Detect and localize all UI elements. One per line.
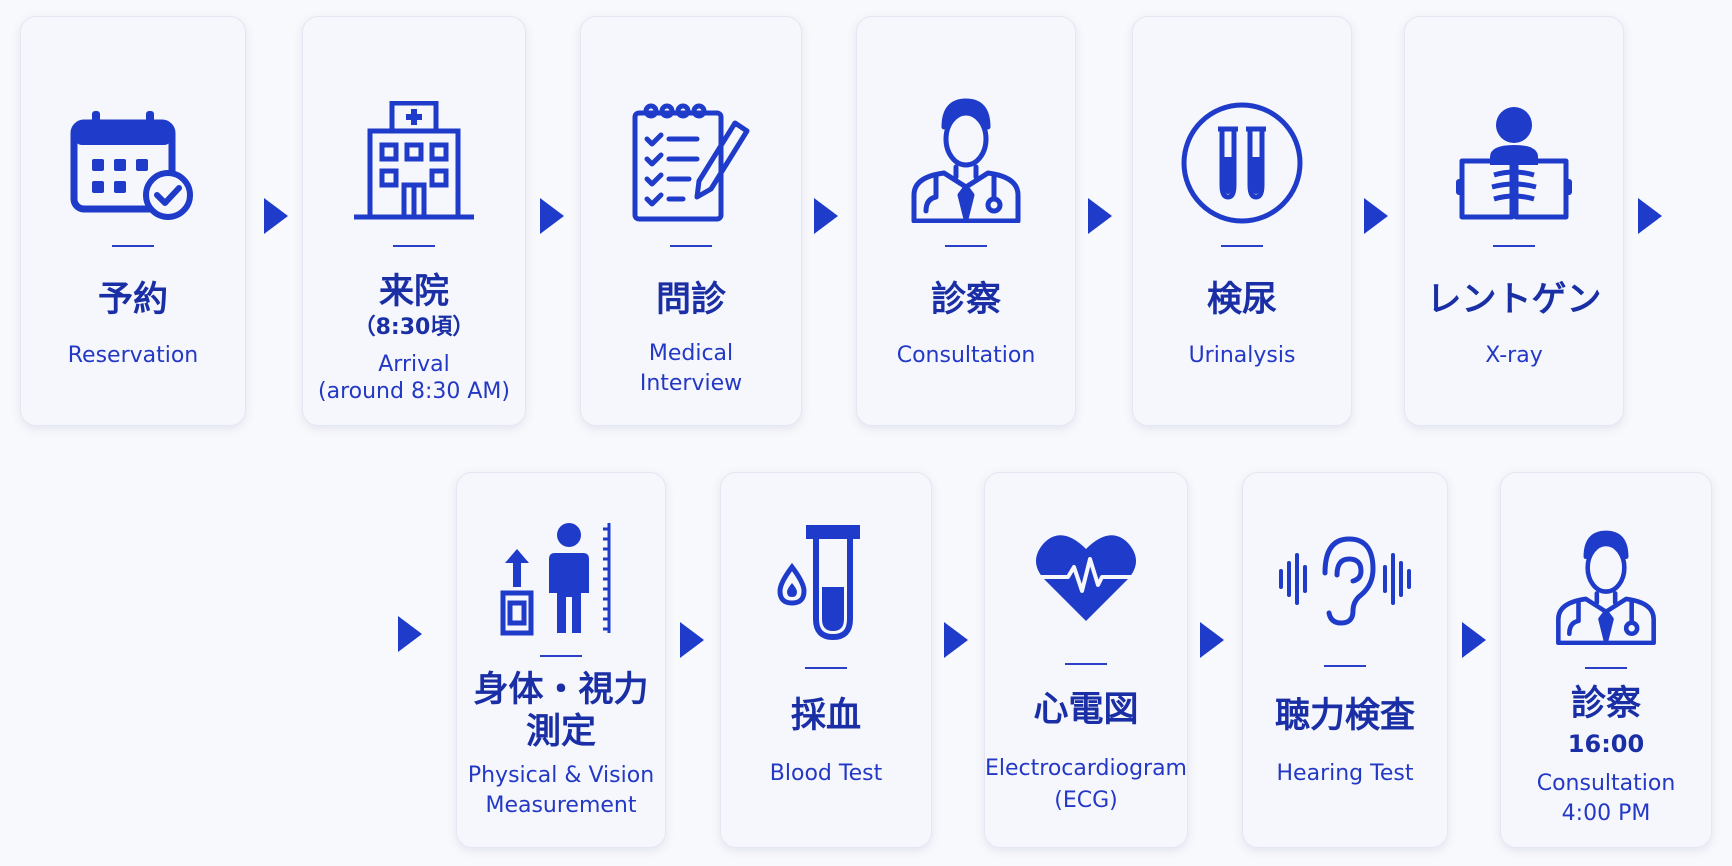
step-title-jp: 採血 [790,696,861,736]
step-card-xray: レントゲン X-ray [1404,16,1624,426]
step-title-jp: 来院 [378,272,449,312]
arrow-right-icon [1638,198,1662,234]
arrow-right-icon [1200,622,1224,658]
step-title-en: Reservation [67,343,199,368]
step-title-en: Medical Interview [639,341,743,396]
doctor-icon [911,98,1021,223]
divider [393,245,435,247]
test-tubes-icon [1181,102,1303,224]
step-title-jp: 身体・視力 測定 [473,670,649,752]
divider [670,245,712,247]
step-card-physical-measurement: 身体・視力 測定 Physical & Vision Measurement [456,472,666,848]
xray-icon [1456,107,1572,220]
step-title-en: X-ray [1485,343,1543,368]
height-measure-icon [500,523,611,636]
step-title-jp: レントゲン [1426,280,1602,320]
divider [112,245,154,247]
hospital-icon [354,101,474,220]
step-card-ecg: 心電図 Electrocardiogram (ECG) [984,472,1188,848]
step-title-en: Physical & Vision Measurement [467,763,655,818]
step-card-consultation: 診察 Consultation [856,16,1076,426]
divider [1585,667,1627,669]
step-card-blood-test: 採血 Blood Test [720,472,932,848]
step-title-en: Urinalysis [1188,343,1296,368]
arrow-right-icon [1088,198,1112,234]
step-title-jp: 検尿 [1206,280,1277,320]
divider [1221,245,1263,247]
doctor-icon [1556,530,1656,645]
blood-test-tube-icon [777,525,860,641]
arrow-right-icon [264,198,288,234]
clipboard-checklist-icon [632,103,750,222]
step-title-en: Arrival (around 8:30 AM) [318,352,510,404]
calendar-check-icon [70,111,193,220]
step-card-arrival: 来院 （8:30頃） Arrival (around 8:30 AM) [302,16,526,426]
arrow-right-icon [680,622,704,658]
divider [1493,245,1535,247]
arrow-right-icon [1462,622,1486,658]
arrow-right-icon [814,198,838,234]
arrow-right-icon [540,198,564,234]
step-card-reservation: 予約 Reservation [20,16,246,426]
divider [805,667,847,669]
step-card-urinalysis: 検尿 Urinalysis [1132,16,1352,426]
step-title-jp: 診察 [1570,684,1641,724]
divider [540,655,582,657]
step-title-jp: 心電図 [1033,690,1139,730]
step-card-medical-interview: 問診 Medical Interview [580,16,802,426]
step-title-jp: 問診 [655,280,726,320]
step-title-en: Consultation [896,343,1036,368]
step-title-jp: 診察 [930,280,1001,320]
divider [945,245,987,247]
step-title-en: Hearing Test [1276,761,1414,786]
step-time-jp: （8:30頃） [353,315,475,340]
step-title-en: Electrocardiogram (ECG) [985,756,1187,813]
arrow-right-icon [944,622,968,658]
divider [1324,665,1366,667]
step-card-hearing-test: 聴力検査 Hearing Test [1242,472,1448,848]
heart-ecg-icon [1036,535,1136,621]
step-title-en: Blood Test [769,761,883,786]
step-title-jp: 予約 [97,280,168,320]
divider [1065,663,1107,665]
step-card-final-consultation: 診察 16:00 Consultation 4:00 PM [1500,472,1712,848]
ear-sound-icon [1279,536,1411,626]
arrow-right-icon [1364,198,1388,234]
arrow-right-icon [398,616,422,652]
step-time: 16:00 [1567,730,1645,758]
step-title-jp: 聴力検査 [1274,696,1415,736]
step-title-en: Consultation 4:00 PM [1536,771,1676,826]
